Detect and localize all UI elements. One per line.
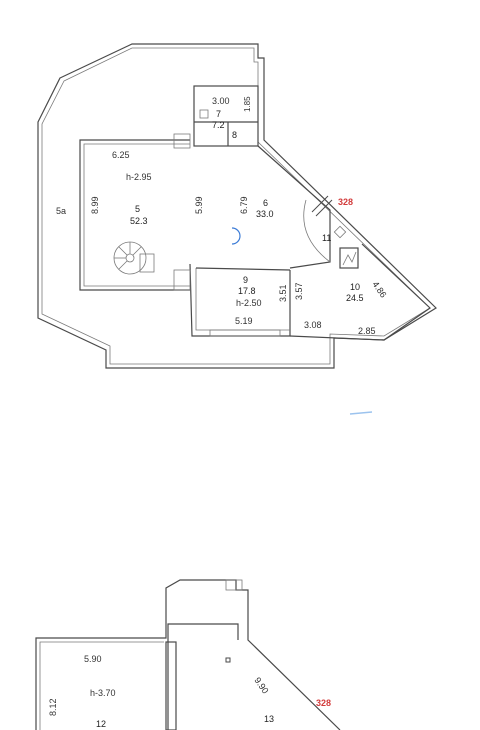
- axis-mark-lower: 328: [316, 698, 331, 708]
- room13-diag: 9.90: [252, 675, 270, 695]
- room6-area: 33.0: [256, 209, 274, 219]
- lower-inner-wall: [39, 641, 164, 730]
- lower-window: [225, 579, 243, 591]
- room12-depth: 8.12: [48, 698, 58, 716]
- lower-outer-wall: [35, 579, 341, 730]
- room12-number: 12: [96, 719, 106, 729]
- lower-room13-wall: [167, 623, 239, 730]
- room11-number: 11: [322, 233, 331, 243]
- room5-area: 52.3: [130, 216, 148, 226]
- room11-box: [339, 247, 359, 269]
- upper-plan: 5a 3.00 1.85 7 7.2 8 6.25 h-2.95 8.99 5 …: [37, 43, 437, 415]
- bath-block: [193, 85, 259, 147]
- room10-side: 3.57: [294, 282, 304, 300]
- room5-width: 6.25: [112, 150, 130, 160]
- room12-height: h-3.70: [90, 688, 116, 698]
- room7-width: 3.00: [212, 96, 230, 106]
- room5-number: 5: [135, 204, 140, 214]
- room9-side: 3.51: [278, 284, 288, 302]
- hall-wall: [79, 139, 190, 291]
- hall-wall-inner: [83, 143, 190, 287]
- sink-icon: [199, 109, 209, 119]
- room7-number: 7: [216, 109, 221, 119]
- room10-diag: 4.86: [370, 279, 388, 299]
- axis-mark-upper: 328: [338, 197, 353, 207]
- balcony-outline-inner: [41, 47, 431, 365]
- window-bottom: [209, 329, 281, 337]
- panel-icon: [342, 251, 357, 266]
- room6-dim: 6.79: [239, 196, 249, 214]
- room10-number: 10: [350, 282, 360, 292]
- room9-height: h-2.50: [236, 298, 262, 308]
- room9-width: 5.19: [235, 316, 253, 326]
- room9-number: 9: [243, 275, 248, 285]
- lower-wall-segment: [165, 641, 177, 730]
- balcony-label: 5a: [56, 206, 66, 216]
- room10-bottom-b: 2.85: [358, 326, 376, 336]
- room10-area: 24.5: [346, 293, 364, 303]
- room10-bottom-a: 3.08: [304, 320, 322, 330]
- room7-side: 1.85: [243, 96, 252, 112]
- lower-plan: 5.90 h-3.70 8.12 12 13 9.90 328: [35, 579, 341, 730]
- door-arc-icon: [303, 199, 331, 263]
- lower-dot: [225, 657, 231, 663]
- room6-number: 6: [263, 198, 268, 208]
- window-top: [173, 133, 191, 149]
- room12-width: 5.90: [84, 654, 102, 664]
- axis-tick: [311, 195, 329, 213]
- spiral-stair-icon: [113, 241, 155, 275]
- room10-wall: [289, 243, 431, 341]
- room8-number: 8: [232, 130, 237, 140]
- room13-number: 13: [264, 714, 274, 724]
- room7-area: 7.2: [212, 120, 225, 130]
- room9-top-wall: [195, 267, 291, 271]
- room5-inner-dim: 5.99: [194, 196, 204, 214]
- window-mid: [173, 269, 191, 291]
- room5-height: h-2.95: [126, 172, 152, 182]
- scan-mark: [349, 411, 373, 415]
- room6-wall: [257, 145, 331, 269]
- room9-area: 17.8: [238, 286, 256, 296]
- room5-depth: 8.99: [90, 196, 100, 214]
- axis-tick-2: [315, 199, 333, 217]
- rotation-mark-icon: [231, 227, 241, 245]
- vent-icon: [333, 225, 347, 239]
